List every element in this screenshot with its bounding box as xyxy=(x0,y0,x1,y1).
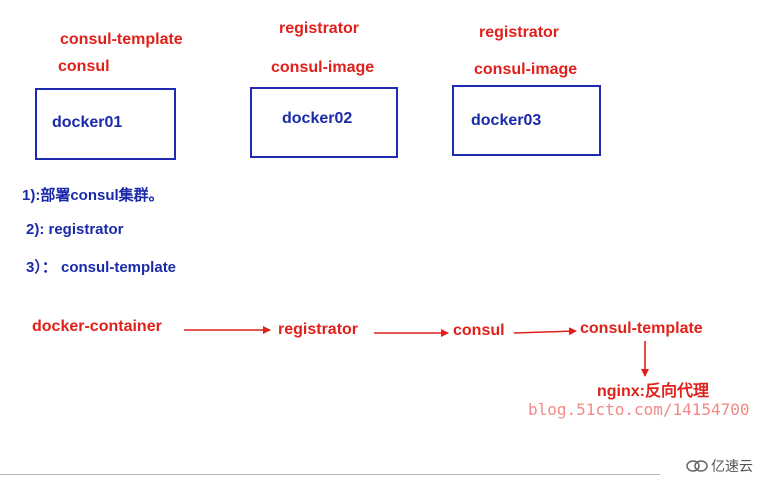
docker01-label-consul: consul xyxy=(58,58,110,75)
flow-consul-template: consul-template xyxy=(580,320,703,337)
step-1: 1):部署consul集群。 xyxy=(22,187,164,204)
docker03-box xyxy=(452,85,601,156)
docker02-box xyxy=(250,87,398,158)
docker03-box-label: docker03 xyxy=(471,112,542,129)
docker01-label-consul-template: consul-template xyxy=(60,31,183,48)
step-3: 3）： consul-template xyxy=(26,259,177,276)
docker02-label-registrator: registrator xyxy=(279,20,360,37)
docker01-box xyxy=(35,88,176,160)
docker03-label-consul-image: consul-image xyxy=(474,61,578,78)
yisu-cloud-logo-icon xyxy=(686,460,708,472)
docker03-label-registrator: registrator xyxy=(479,24,560,41)
logo-text: 亿速云 xyxy=(711,458,753,474)
arrow-consul-to-consul-template xyxy=(513,327,577,336)
docker01-box-label: docker01 xyxy=(52,114,123,131)
docker02-box-label: docker02 xyxy=(282,110,353,127)
docker02-label-consul-image: consul-image xyxy=(271,59,375,76)
step-2: 2): registrator xyxy=(26,221,124,238)
logo: 亿速云 xyxy=(686,456,753,476)
watermark: blog.51cto.com/14154700 xyxy=(528,400,750,419)
flow-nginx: nginx:反向代理 xyxy=(597,383,709,400)
divider xyxy=(0,474,660,475)
flow-docker-container: docker-container xyxy=(32,318,162,335)
flow-registrator: registrator xyxy=(278,321,359,338)
flow-consul: consul xyxy=(453,322,505,339)
